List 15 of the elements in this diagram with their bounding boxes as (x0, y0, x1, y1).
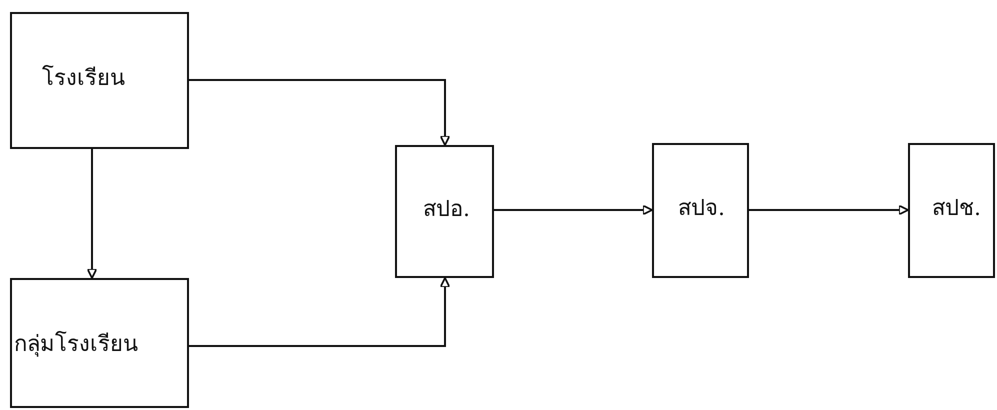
arrow (494, 204, 653, 216)
arrow (189, 277, 450, 347)
box-label: โรงเรียน (42, 66, 125, 92)
arrow (86, 149, 98, 279)
box-label: สปช. (932, 196, 981, 222)
box-label: กลุ่มโรงเรียน (14, 332, 138, 358)
arrow (189, 79, 450, 146)
process-box (10, 12, 189, 149)
box-label: สปอ. (423, 197, 470, 224)
process-box (395, 145, 494, 278)
process-box (908, 143, 995, 278)
arrow (749, 204, 909, 216)
box-label: สปจ. (678, 196, 725, 222)
process-box (10, 278, 189, 408)
process-box (652, 143, 749, 278)
